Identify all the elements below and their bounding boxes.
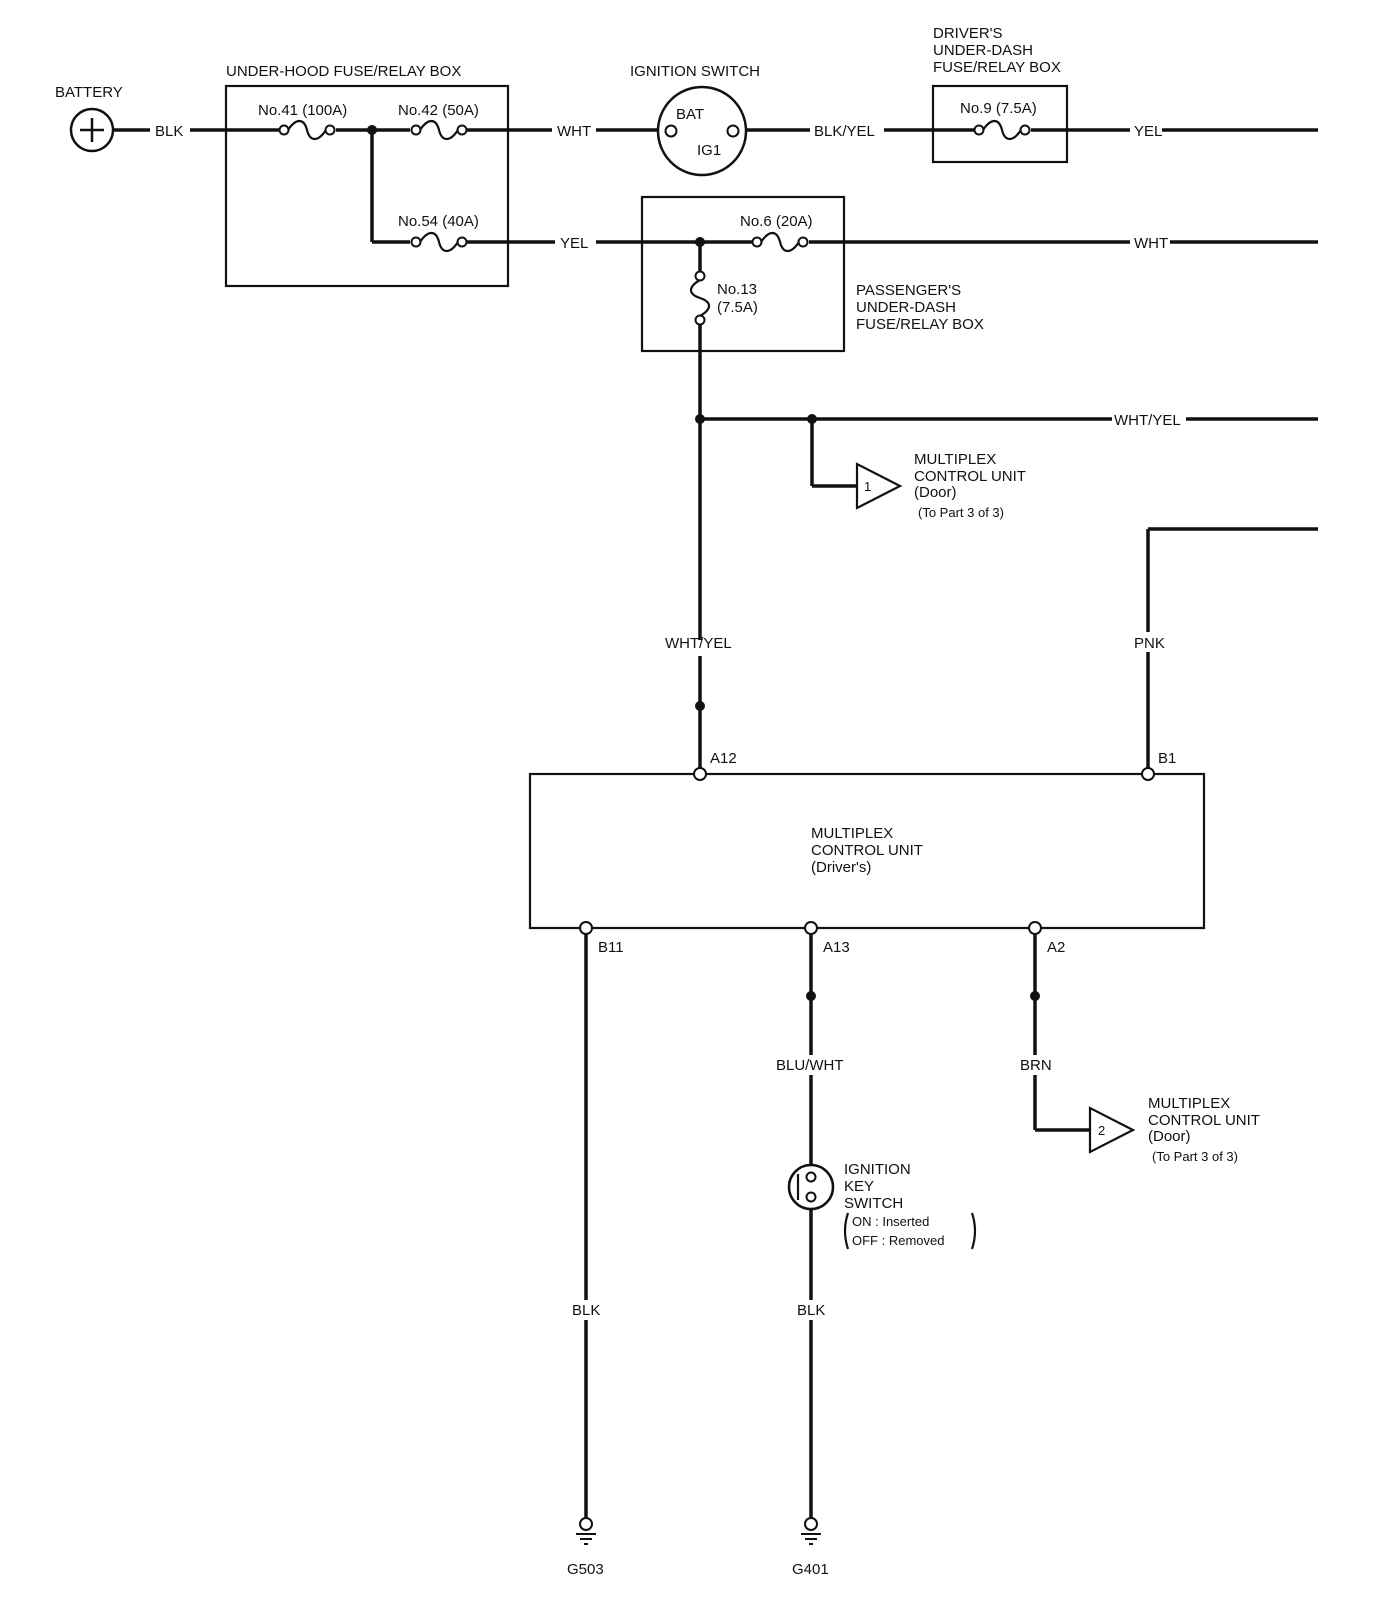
key-switch-label-1: IGNITION xyxy=(844,1161,911,1178)
fuse-no13-label-a: No.13 xyxy=(717,281,757,298)
mcu-door-ref-2: 2 xyxy=(1098,1123,1105,1138)
mcu-door-2-label-4: (To Part 3 of 3) xyxy=(1152,1149,1238,1164)
ignition-key-switch: IGNITION KEY SWITCH ON : Inserted OFF : … xyxy=(787,1161,977,1250)
wire-label-wht-out: WHT xyxy=(1134,235,1168,252)
fuse-no6-label: No.6 (20A) xyxy=(740,213,813,230)
wire-label-blk-battery: BLK xyxy=(155,123,183,140)
wire-label-pnk: PNK xyxy=(1134,635,1165,652)
mcu-drivers: MULTIPLEX CONTROL UNIT (Driver's) A12 B1… xyxy=(528,750,1206,956)
ignition-bat-label: BAT xyxy=(676,106,704,123)
passengers-box-label-1: PASSENGER'S xyxy=(856,282,961,299)
underhood-fuse-relay-box: UNDER-HOOD FUSE/RELAY BOX No.41 (100A) N… xyxy=(224,63,510,288)
mcu-drivers-label-2: CONTROL UNIT xyxy=(811,842,923,859)
fuse-no13: No.13 (7.5A) xyxy=(689,270,758,326)
underhood-box-label: UNDER-HOOD FUSE/RELAY BOX xyxy=(226,63,461,80)
mcu-door-ref-1: 1 xyxy=(864,479,871,494)
wires xyxy=(113,128,1318,1518)
drivers-box-label-1: DRIVER'S xyxy=(933,25,1003,42)
pin-a13: A13 xyxy=(823,939,850,956)
drivers-box-label-3: FUSE/RELAY BOX xyxy=(933,59,1061,76)
key-switch-label-3: SWITCH xyxy=(844,1195,903,1212)
mcu-door-1-label-3: (Door) xyxy=(914,484,957,501)
fuse-no13-label-b: (7.5A) xyxy=(717,299,758,316)
mcu-drivers-label-3: (Driver's) xyxy=(811,859,871,876)
battery-label: BATTERY xyxy=(55,84,123,101)
key-switch-off: OFF : Removed xyxy=(852,1233,944,1248)
pin-b1: B1 xyxy=(1158,750,1176,767)
pin-a2: A2 xyxy=(1047,939,1065,956)
wire-label-brn: BRN xyxy=(1020,1057,1052,1074)
mcu-door-2-label-3: (Door) xyxy=(1148,1128,1191,1145)
mcu-door-2-label-1: MULTIPLEX xyxy=(1148,1095,1230,1112)
fuse-no6: No.6 (20A) xyxy=(740,213,813,253)
fuse-no54-label: No.54 (40A) xyxy=(398,213,479,230)
battery: BATTERY BLK xyxy=(55,84,183,153)
mcu-door-2-label-2: CONTROL UNIT xyxy=(1148,1112,1260,1129)
pin-a12: A12 xyxy=(710,750,737,767)
wire-label-wht-yel-out: WHT/YEL xyxy=(1114,412,1181,429)
fuse-no54: No.54 (40A) xyxy=(398,213,479,253)
mcu-drivers-label-1: MULTIPLEX xyxy=(811,825,893,842)
wire-label-wht-ignition: WHT xyxy=(557,123,591,140)
mcu-door-connector-2: 2 MULTIPLEX CONTROL UNIT (Door) (To Part… xyxy=(1088,1095,1260,1164)
drivers-underdash-fuse-relay-box: DRIVER'S UNDER-DASH FUSE/RELAY BOX No.9 … xyxy=(931,25,1069,164)
wire-label-blk-yel: BLK/YEL xyxy=(814,123,875,140)
ignition-ig1-label: IG1 xyxy=(697,142,721,159)
key-switch-label-2: KEY xyxy=(844,1178,874,1195)
drivers-box-label-2: UNDER-DASH xyxy=(933,42,1033,59)
fuse-no9: No.9 (7.5A) xyxy=(960,100,1037,141)
mcu-door-1-label-4: (To Part 3 of 3) xyxy=(918,505,1004,520)
wire-label-wht-yel-down: WHT/YEL xyxy=(665,635,732,652)
fuse-no41: No.41 (100A) xyxy=(258,102,347,141)
fuse-no42: No.42 (50A) xyxy=(398,102,479,141)
fuse-no9-label: No.9 (7.5A) xyxy=(960,100,1037,117)
ground-g401-label: G401 xyxy=(792,1561,829,1578)
fuse-no42-label: No.42 (50A) xyxy=(398,102,479,119)
wire-label-yel-out: YEL xyxy=(1134,123,1162,140)
ignition-switch-label: IGNITION SWITCH xyxy=(630,63,760,80)
passengers-box-label-2: UNDER-DASH xyxy=(856,299,956,316)
pin-b11: B11 xyxy=(598,939,624,956)
wire-label-blk-b11: BLK xyxy=(572,1302,600,1319)
mcu-door-1-label-1: MULTIPLEX xyxy=(914,451,996,468)
wire-label-yel-in: YEL xyxy=(560,235,588,252)
junctions xyxy=(367,125,1040,1001)
mcu-door-1-label-2: CONTROL UNIT xyxy=(914,468,1026,485)
ground-g401: G401 xyxy=(792,1517,829,1578)
ignition-switch: IGNITION SWITCH BAT IG1 xyxy=(630,63,760,177)
ground-g503-label: G503 xyxy=(567,1561,604,1578)
passengers-underdash-fuse-relay-box: No.6 (20A) No.13 (7.5A) PASSENGER'S UNDE… xyxy=(640,195,984,353)
ground-g503: G503 xyxy=(567,1517,604,1578)
mcu-door-connector-1: 1 MULTIPLEX CONTROL UNIT (Door) (To Part… xyxy=(855,451,1026,520)
fuse-no41-label: No.41 (100A) xyxy=(258,102,347,119)
wire-label-blu-wht: BLU/WHT xyxy=(776,1057,844,1074)
wire-label-blk-key: BLK xyxy=(797,1302,825,1319)
passengers-box-label-3: FUSE/RELAY BOX xyxy=(856,316,984,333)
key-switch-on: ON : Inserted xyxy=(852,1214,929,1229)
